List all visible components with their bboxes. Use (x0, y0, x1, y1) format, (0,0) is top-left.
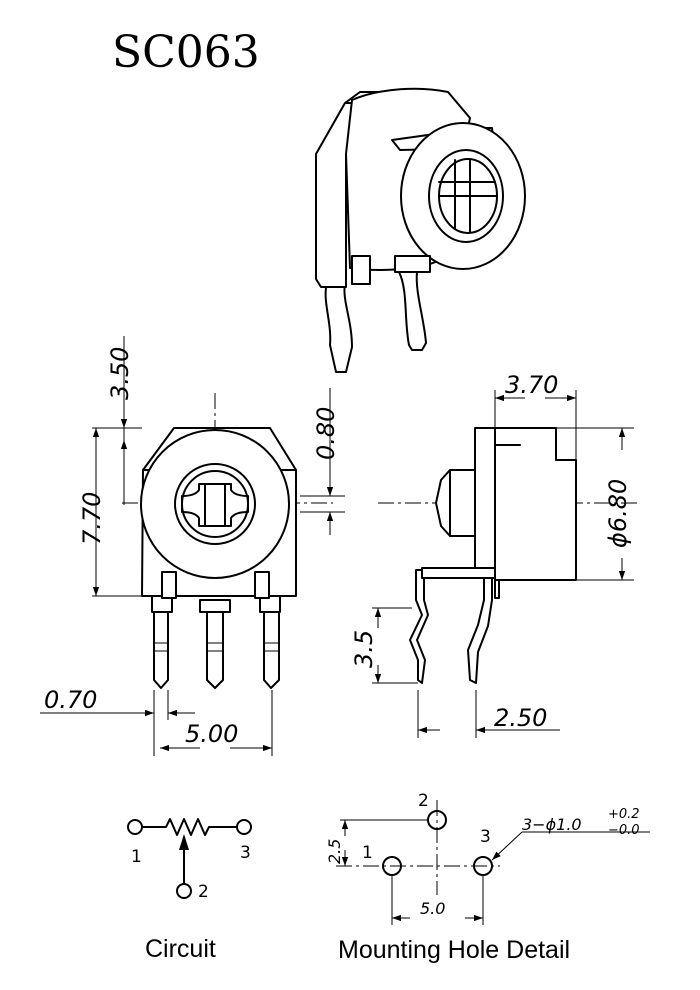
circuit-terminal-1 (127, 819, 143, 835)
circuit-terminal-3 (236, 819, 252, 835)
mounting-caption: Mounting Hole Detail (338, 936, 570, 964)
mount-pin-1-label: 1 (362, 843, 373, 863)
hole-spec: 3−ϕ1.0 (522, 815, 582, 834)
front-pin-1 (153, 609, 169, 689)
dim-3-50: 3.50 (106, 347, 134, 400)
resistor-zigzag (141, 818, 238, 836)
circuit-pin-1-label: 1 (131, 847, 142, 867)
dim-6-80: ϕ6.80 (604, 479, 632, 548)
circuit-terminal-2 (176, 883, 192, 899)
circuit-pin-2-label: 2 (198, 882, 209, 902)
wiper-arrow (179, 834, 189, 850)
front-pin-2 (206, 609, 224, 689)
dim-0-80: 0.80 (312, 407, 340, 460)
dim-7-70: 7.70 (78, 492, 106, 545)
circuit-pin-3-label: 3 (240, 843, 251, 863)
dim-pitch-5-0: 5.0 (420, 899, 445, 918)
mount-pin-3-label: 3 (480, 827, 491, 847)
side-dimensions: 3.70 ϕ6.80 3.5 2.50 (350, 371, 634, 738)
dim-3-5: 3.5 (350, 630, 378, 668)
hole-2 (427, 810, 447, 830)
hole-tolerance-minus: −0.0 (608, 823, 640, 838)
mounting-hole-detail: 2 1 3 2.5 5.0 3−ϕ1.0 +0.2 −0.0 Mounting … (325, 791, 650, 964)
side-view (378, 427, 640, 684)
circuit-diagram: 1 3 2 Circuit (127, 818, 252, 963)
front-view (122, 393, 333, 689)
front-dimensions: 3.50 7.70 0.80 0.70 5.00 (40, 336, 345, 756)
dim-2-50: 2.50 (494, 704, 547, 732)
dim-3-70: 3.70 (505, 371, 558, 399)
dim-5-00: 5.00 (185, 720, 238, 748)
dim-row-2-5: 2.5 (325, 839, 344, 864)
mount-pin-2-label: 2 (418, 791, 429, 811)
isometric-view (315, 87, 526, 373)
hole-tolerance-plus: +0.2 (608, 807, 640, 822)
part-number-title: SC063 (112, 27, 260, 78)
front-pin-3 (263, 609, 280, 689)
circuit-caption: Circuit (145, 935, 216, 963)
dim-0-70: 0.70 (44, 686, 97, 714)
